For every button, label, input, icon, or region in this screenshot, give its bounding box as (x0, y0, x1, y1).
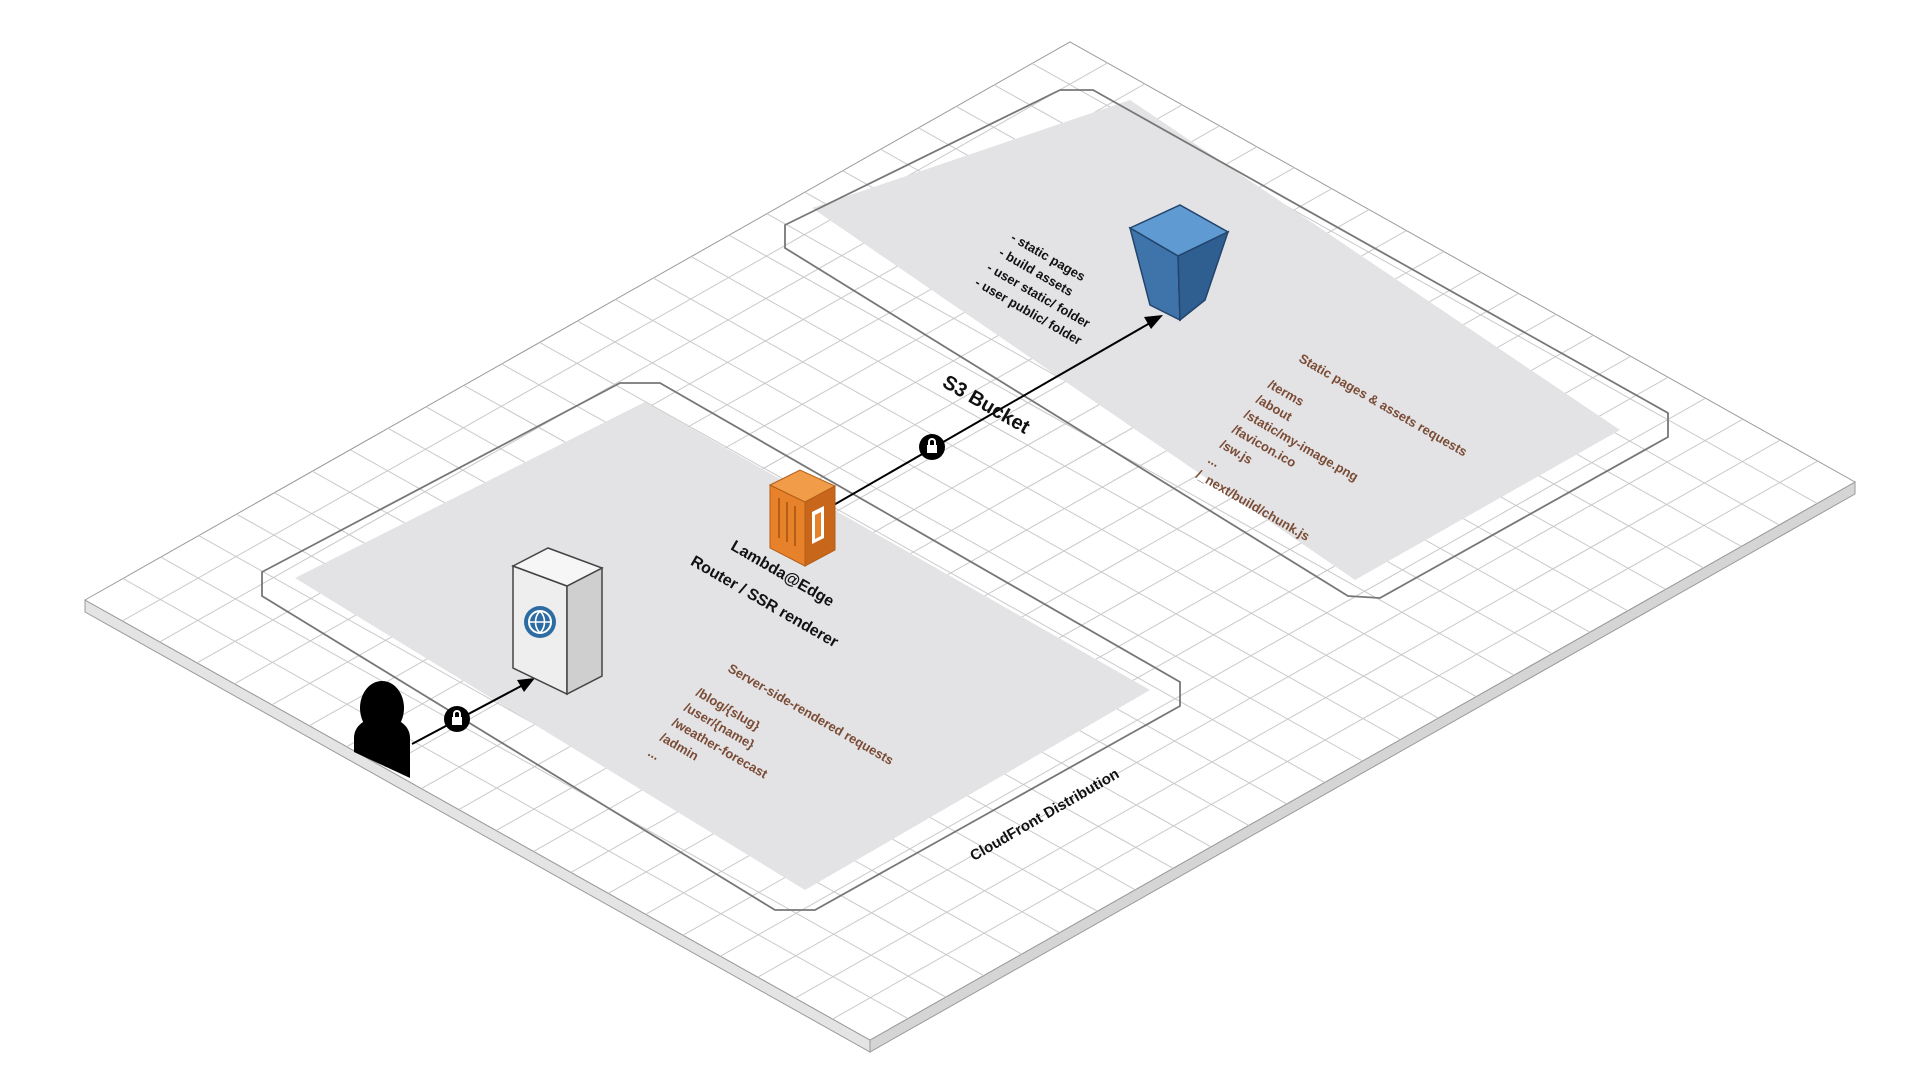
grid-line (615, 299, 1401, 740)
grid-line (122, 62, 1108, 622)
s3-bucket-boundary (784, 89, 1669, 599)
arrow-head (1144, 315, 1163, 329)
lock-icon (919, 434, 945, 460)
connector-lambda-to-s3 (824, 315, 1163, 511)
grid-line (577, 320, 1363, 762)
s3-bucket-icon (1128, 204, 1230, 322)
cloudfront-edge-icon (511, 547, 604, 696)
grid-line (720, 397, 1706, 957)
globe-icon (524, 606, 556, 638)
grid-line (757, 418, 1744, 978)
grid-line (539, 342, 1325, 783)
grid-line (160, 556, 947, 998)
grid-line (653, 277, 1439, 719)
grid-line (690, 256, 1477, 698)
ssr-zone-panel (295, 402, 1150, 890)
grid-line (122, 578, 909, 1019)
cloudfront-distribution-boundary (261, 382, 1181, 911)
user-icon (354, 681, 410, 778)
lock-icon (444, 706, 470, 732)
grid-line (794, 439, 1781, 999)
grid-line (832, 460, 1818, 1020)
arrow-head (517, 678, 535, 692)
lambda-icon (768, 469, 837, 567)
static-zone-panel (812, 100, 1620, 580)
